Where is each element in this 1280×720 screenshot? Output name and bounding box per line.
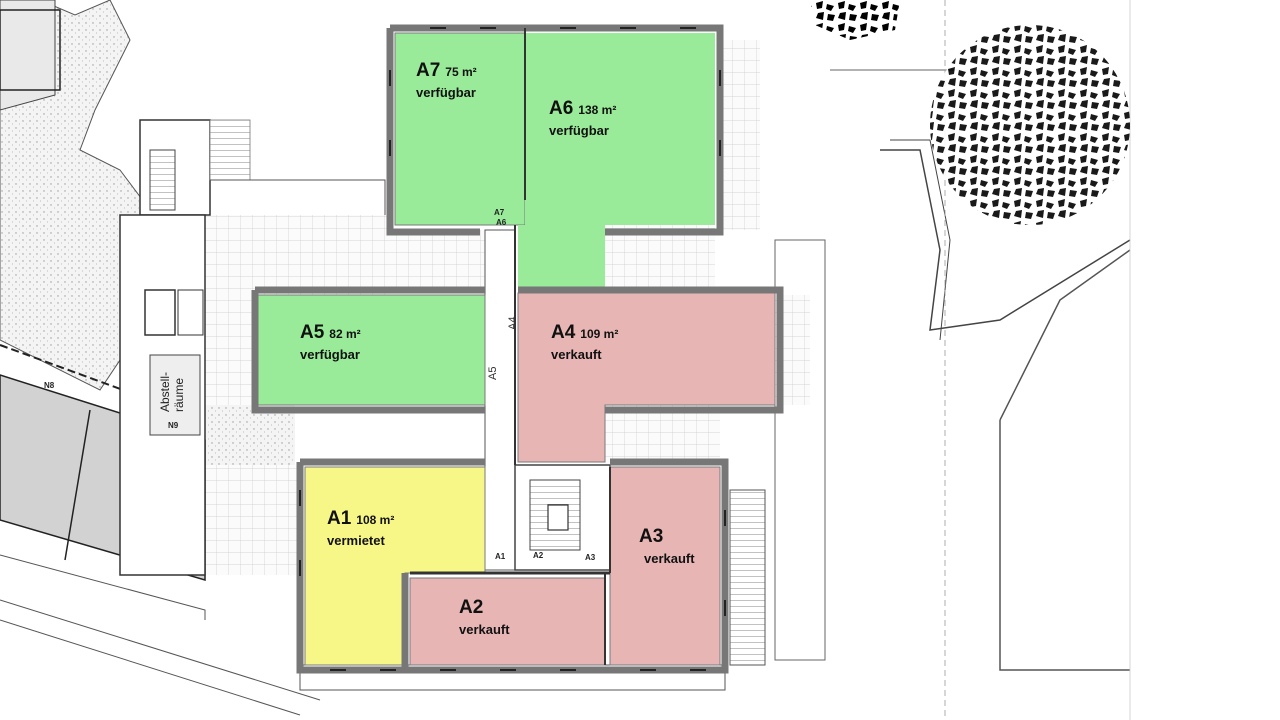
unit-a7-status: verfügbar — [416, 85, 476, 100]
unit-a2-status: verkauft — [459, 622, 510, 637]
exit-label-n9: N9 — [168, 421, 179, 430]
storage-label-line2: räume — [172, 377, 186, 412]
tree-canopy — [930, 25, 1130, 225]
unit-a6-size: 138 m² — [578, 103, 617, 117]
door-label-a5: A5 — [487, 366, 499, 380]
storage-rooms-label: Abstell- räume — [158, 372, 186, 412]
unit-a2-area — [409, 577, 606, 666]
unit-a7-name: A7 — [416, 60, 441, 81]
unit-a4-size: 109 m² — [580, 327, 619, 341]
door-label-a3: A3 — [585, 553, 596, 562]
unit-a3-name: A3 — [639, 526, 664, 547]
unit-a6-area-bottom — [518, 225, 605, 293]
unit-a6[interactable]: A6 138 m² verfügbar — [549, 98, 616, 138]
unit-a7-area — [394, 32, 526, 226]
unit-a5-area — [256, 294, 486, 406]
door-label-a1: A1 — [495, 552, 506, 561]
unit-a6-area-top — [525, 33, 715, 225]
unit-a1-status: vermietet — [327, 533, 385, 548]
unit-a5[interactable]: A5 82 m² verfügbar — [300, 322, 361, 362]
storage-label-line1: Abstell- — [158, 371, 172, 412]
door-label-a4: A4 — [507, 316, 519, 330]
door-label-a6: A6 — [496, 218, 507, 227]
unit-a3-area — [609, 466, 721, 666]
unit-a1-name: A1 — [327, 508, 352, 529]
unit-a4[interactable]: A4 109 m² verkauft — [551, 322, 618, 362]
door-label-a7: A7 — [494, 208, 505, 217]
unit-a1[interactable]: A1 108 m² vermietet — [327, 508, 394, 548]
courtyard-paving — [205, 215, 390, 295]
unit-a6-name: A6 — [549, 98, 574, 119]
unit-a4-name: A4 — [551, 322, 576, 343]
door-label-a2: A2 — [533, 551, 544, 560]
unit-a5-name: A5 — [300, 322, 325, 343]
unit-a5-status: verfügbar — [300, 347, 360, 362]
unit-a7[interactable]: A7 75 m² verfügbar — [416, 60, 477, 100]
unit-a5-size: 82 m² — [329, 327, 361, 341]
unit-a3[interactable]: A3 verkauft — [639, 526, 695, 566]
unit-a3-status: verkauft — [644, 551, 695, 566]
unit-a6-status: verfügbar — [549, 123, 609, 138]
unit-a4-status: verkauft — [551, 347, 602, 362]
unit-a2[interactable]: A2 verkauft — [459, 597, 510, 637]
unit-a1-size: 108 m² — [356, 513, 395, 527]
unit-a7-size: 75 m² — [445, 65, 477, 79]
exit-label-n8: N8 — [44, 381, 55, 390]
unit-a2-name: A2 — [459, 597, 484, 618]
